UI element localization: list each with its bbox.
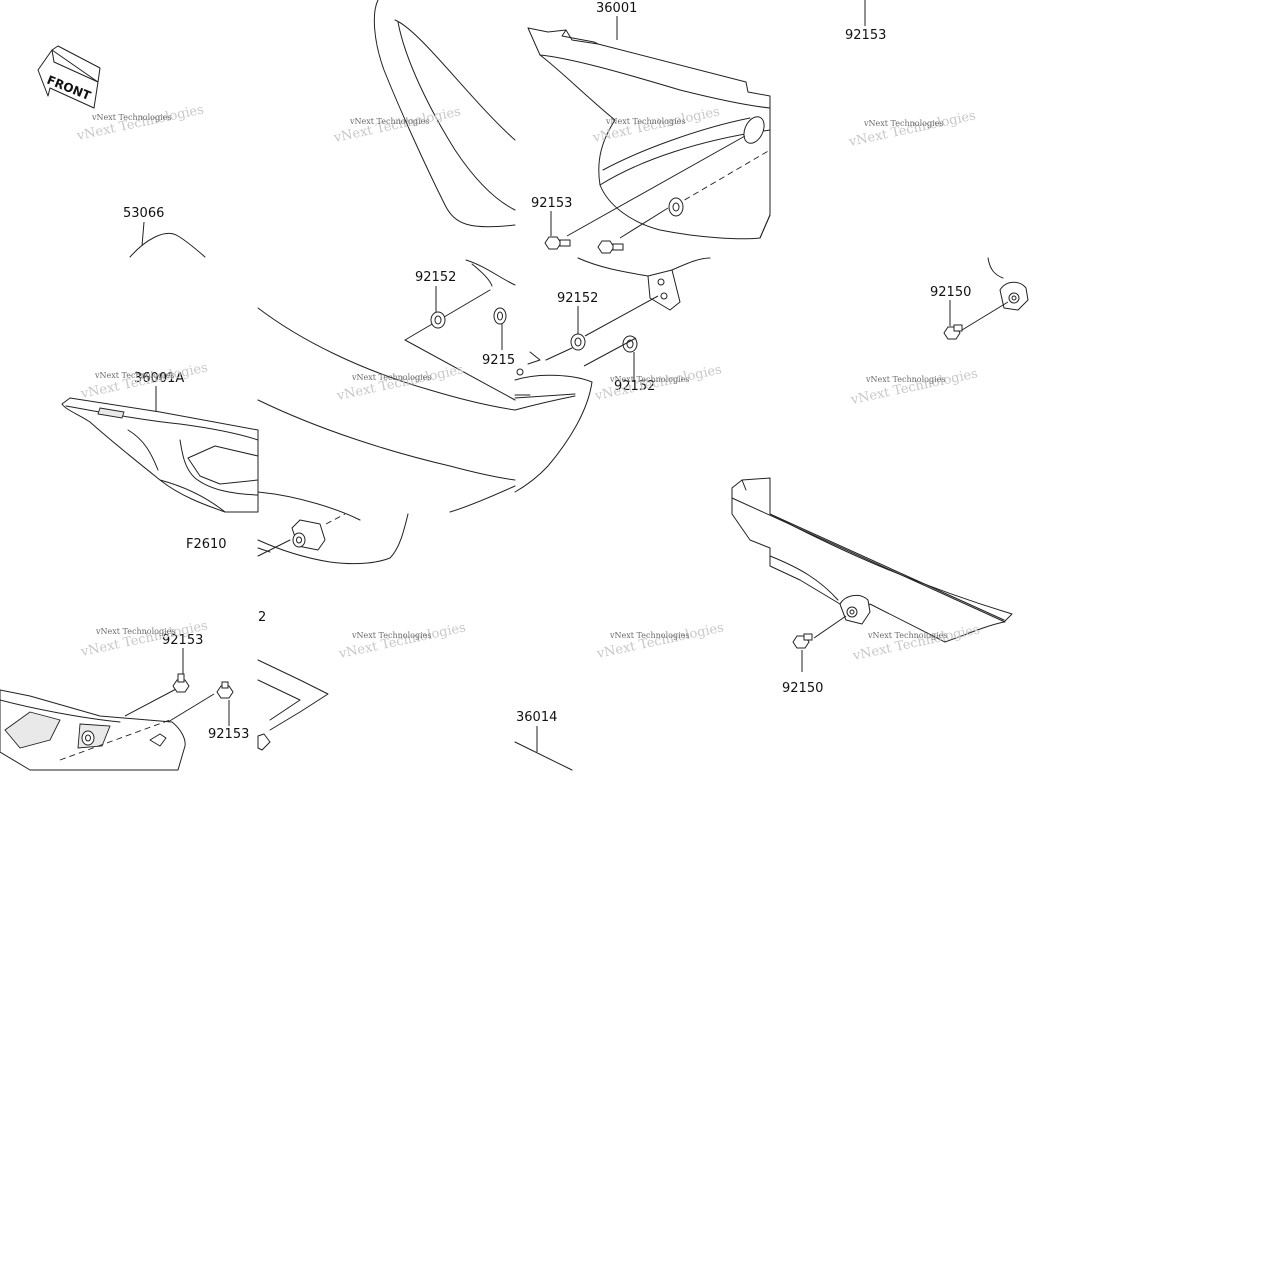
watermark-small: vNext Technologies bbox=[95, 627, 175, 636]
part-label-36001: 36001 bbox=[596, 1, 637, 16]
part-36014-drawing: 36014 bbox=[514, 710, 573, 771]
watermark-large: vNext Technologies bbox=[335, 362, 465, 404]
watermark-small: vNext Technologies bbox=[863, 119, 943, 128]
part-label-36014: 36014 bbox=[516, 710, 557, 725]
part-label-92153-bottom-left-a: 92153 bbox=[162, 633, 203, 648]
part-label-92153-bottom-left-b: 92153 bbox=[208, 727, 249, 742]
part-label-92152-center: 92152 bbox=[557, 291, 598, 306]
watermark-large: vNext Technologies bbox=[75, 102, 205, 144]
part-label-92152-left: 92152 bbox=[415, 270, 456, 285]
part-label-group-top: 36001 92153 92153 92152 92152 bbox=[531, 0, 886, 394]
watermark-small: vNext Technologies bbox=[865, 375, 945, 384]
part-label-92150-right: 92150 bbox=[930, 285, 971, 300]
lower-bracket-drawing: 2 bbox=[257, 610, 329, 751]
part-label-92153-top-right: 92153 bbox=[845, 28, 886, 43]
bolt-icon bbox=[544, 236, 571, 250]
seat-53066-drawing: 53066 bbox=[123, 206, 206, 258]
watermark-small: vNext Technologies bbox=[351, 373, 431, 382]
watermark-small: vNext Technologies bbox=[609, 631, 689, 640]
chain-guard-drawing: 92150 bbox=[731, 477, 1013, 696]
bolt-icon bbox=[216, 681, 234, 699]
bolt-icon bbox=[792, 633, 813, 649]
watermark-small: vNext Technologies bbox=[349, 117, 429, 126]
part-label-92150-bottom: 92150 bbox=[782, 681, 823, 696]
watermark-small: vNext Technologies bbox=[351, 631, 431, 640]
watermark-small: vNext Technologies bbox=[609, 375, 689, 384]
watermark-small: vNext Technologies bbox=[91, 113, 171, 122]
part-label-53066: 53066 bbox=[123, 206, 164, 221]
part-label-partial-2: 2 bbox=[258, 610, 266, 625]
bracket-92150-drawing: 92150 bbox=[930, 257, 1029, 340]
side-cover-36001-drawing bbox=[527, 27, 771, 382]
watermark-large: vNext Technologies bbox=[849, 366, 979, 408]
side-cover-36001A-drawing: 36001A F2610 bbox=[61, 371, 259, 552]
watermark-small: vNext Technologies bbox=[867, 631, 947, 640]
part-label-92152-right: 92152 bbox=[614, 379, 655, 394]
figure-code: F2610 bbox=[186, 537, 227, 552]
watermark-large: vNext Technologies bbox=[337, 620, 467, 662]
part-label-92153-center: 92153 bbox=[531, 196, 572, 211]
watermark-small: vNext Technologies bbox=[94, 371, 174, 380]
center-seat-body-drawing: 92152 9215 bbox=[257, 259, 516, 521]
watermark-large: vNext Technologies bbox=[847, 108, 977, 150]
watermark-large: vNext Technologies bbox=[851, 622, 981, 664]
seat-drawing bbox=[373, 0, 516, 228]
part-label-9215-partial: 9215 bbox=[482, 353, 515, 368]
bolt-icon bbox=[172, 673, 190, 693]
lower-seat-piece-drawing bbox=[257, 513, 409, 565]
watermark-large: vNext Technologies bbox=[595, 620, 725, 662]
center-cover-drawing bbox=[514, 351, 593, 493]
bolt-icon bbox=[597, 240, 624, 254]
bolt-icon bbox=[943, 324, 963, 340]
watermark-large: vNext Technologies bbox=[79, 360, 209, 402]
part-label-36001A: 36001A bbox=[134, 371, 184, 386]
front-arrow-icon: FRONT bbox=[37, 45, 101, 109]
undertray-drawing: 92153 92153 bbox=[0, 633, 249, 771]
watermark-small: vNext Technologies bbox=[605, 117, 685, 126]
